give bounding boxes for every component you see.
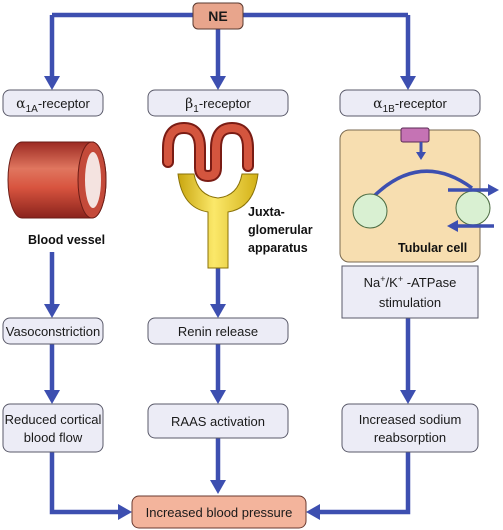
receptor-alpha1a-label: α1A-receptor [16, 96, 90, 115]
juxtaglomerular-illustration: Juxta- glomerular apparatus [162, 121, 313, 269]
blood-vessel-illustration: Blood vessel [7, 141, 107, 247]
blood-vessel-label: Blood vessel [28, 233, 105, 247]
receptor-beta1-box: β1-receptor [147, 89, 289, 117]
outcome-label: Increased blood pressure [146, 505, 293, 520]
renin-box: Renin release [147, 317, 289, 345]
cortical-label-line2: blood flow [24, 430, 83, 445]
raas-box: RAAS activation [147, 403, 289, 439]
cell-circle-right [455, 190, 491, 226]
jga-label-line3: apparatus [248, 241, 308, 255]
receptor-beta1-label: β1-receptor [185, 96, 251, 115]
raas-label: RAAS activation [171, 414, 265, 429]
receptor-alpha1b-label: α1B-receptor [373, 96, 447, 115]
sodium-label-line2: reabsorption [374, 430, 446, 445]
receptor-block [400, 127, 430, 143]
connector-arrows [44, 12, 416, 520]
atpase-line1: Na+/K+ -ATPase [364, 274, 457, 290]
sodium-label-line1: Increased sodium [359, 412, 462, 427]
receptor-alpha1b-box: α1B-receptor [339, 89, 481, 117]
atpase-line2: stimulation [379, 295, 441, 310]
cortical-label-line1: Reduced cortical [5, 412, 102, 427]
arrow-cortical-to-outcome [49, 452, 120, 515]
tubular-cell-label: Tubular cell [398, 241, 467, 255]
jga-label-line1: Juxta- [248, 205, 285, 219]
sodium-box: Increased sodium reabsorption [341, 403, 479, 453]
vasoconstriction-label: Vasoconstriction [6, 324, 100, 339]
ne-label: NE [208, 8, 227, 24]
cortical-flow-box: Reduced cortical blood flow [2, 403, 104, 453]
vasoconstriction-box: Vasoconstriction [2, 317, 104, 345]
receptor-alpha1a-box: α1A-receptor [2, 89, 104, 117]
arrow-sodium-to-outcome [318, 452, 411, 515]
tubular-cell-illustration: Tubular cell [339, 127, 499, 263]
cell-circle-left [352, 193, 388, 229]
renin-label: Renin release [178, 324, 258, 339]
ne-node: NE [192, 2, 244, 30]
outcome-box: Increased blood pressure [131, 495, 307, 529]
atpase-box: Na+/K+ -ATPase stimulation [341, 265, 479, 319]
jga-label-line2: glomerular [248, 223, 313, 237]
